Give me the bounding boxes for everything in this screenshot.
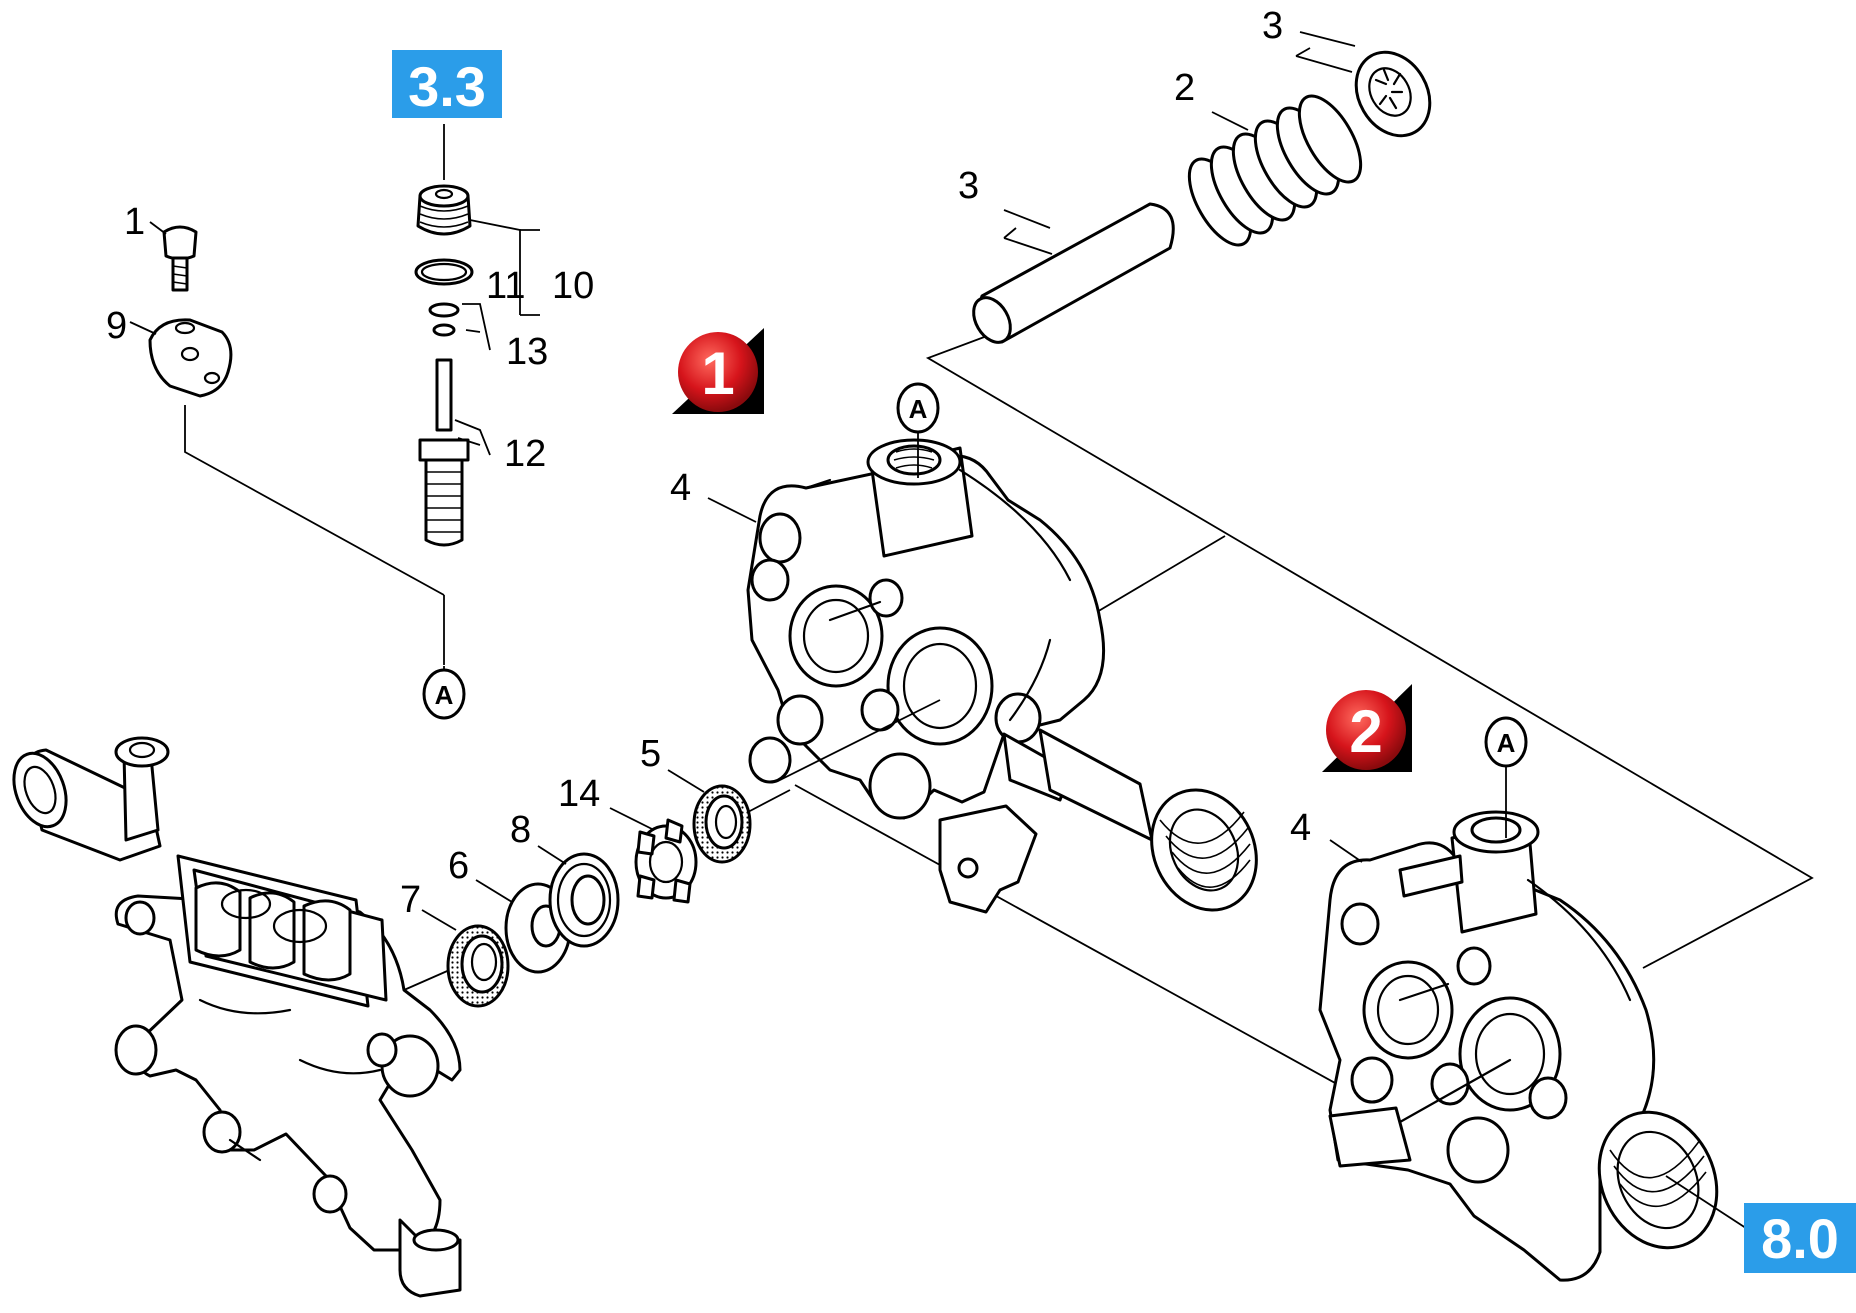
callout-valve-stem: 12 xyxy=(504,433,546,475)
callout-washer-8: 8 xyxy=(510,809,531,851)
callout-pump-head-upper: 4 xyxy=(670,467,691,509)
callout-plate: 9 xyxy=(106,305,127,347)
reference-badge-8-0[interactable]: 8.0 xyxy=(1744,1203,1856,1273)
callout-small-rings: 13 xyxy=(506,331,548,373)
callout-spring-cap: 3 xyxy=(1262,5,1283,47)
plate-part xyxy=(129,318,233,398)
callout-seal-5: 5 xyxy=(640,733,661,775)
valve-assembly-part xyxy=(414,124,540,547)
rod-part xyxy=(972,202,1175,344)
valve-stem-part xyxy=(435,358,453,432)
a-marker-upper-head: A xyxy=(896,382,940,478)
section-marker-1-label: 1 xyxy=(701,340,734,407)
cage-14-part xyxy=(609,807,698,904)
spring-part xyxy=(1187,94,1363,247)
callout-valve-assembly: 10 xyxy=(552,265,594,307)
spring-cap-part xyxy=(1295,31,1432,138)
callout-labels: 3 2 3 1 9 11 10 13 12 4 5 14 8 6 7 4 xyxy=(106,5,1311,921)
pump-head-upper-part xyxy=(707,438,1258,914)
section-marker-2-label: 2 xyxy=(1349,698,1382,765)
callout-cage-14: 14 xyxy=(558,773,600,815)
reference-badge-3-3-label: 3.3 xyxy=(408,55,486,118)
a-marker-valve: A xyxy=(422,666,466,720)
washer-8-part xyxy=(537,845,620,948)
callout-rod: 3 xyxy=(958,165,979,207)
callout-spring: 2 xyxy=(1174,67,1195,109)
reference-badge-3-3[interactable]: 3.3 xyxy=(392,50,502,118)
pump-head-lower-part xyxy=(1318,810,1753,1282)
small-ring-part xyxy=(428,302,460,318)
a-marker-lower-head: A xyxy=(1484,716,1528,838)
screw-part xyxy=(149,221,198,292)
callout-o-ring: 11 xyxy=(486,265,525,307)
a-marker-label: A xyxy=(909,394,928,424)
pump-housing-part xyxy=(12,736,487,1298)
callout-pump-head-lower: 4 xyxy=(1290,807,1311,849)
callout-seal-6: 6 xyxy=(448,845,469,887)
a-marker-label: A xyxy=(1497,728,1516,758)
callout-screw: 1 xyxy=(124,201,145,243)
section-marker-1: 1 xyxy=(672,328,764,414)
reference-badge-8-0-label: 8.0 xyxy=(1761,1207,1839,1270)
section-marker-2: 2 xyxy=(1322,684,1412,772)
seal-5-part xyxy=(667,769,791,864)
a-marker-label: A xyxy=(435,680,454,710)
callout-seal-7: 7 xyxy=(400,879,421,921)
seal-7-part xyxy=(421,909,510,1008)
